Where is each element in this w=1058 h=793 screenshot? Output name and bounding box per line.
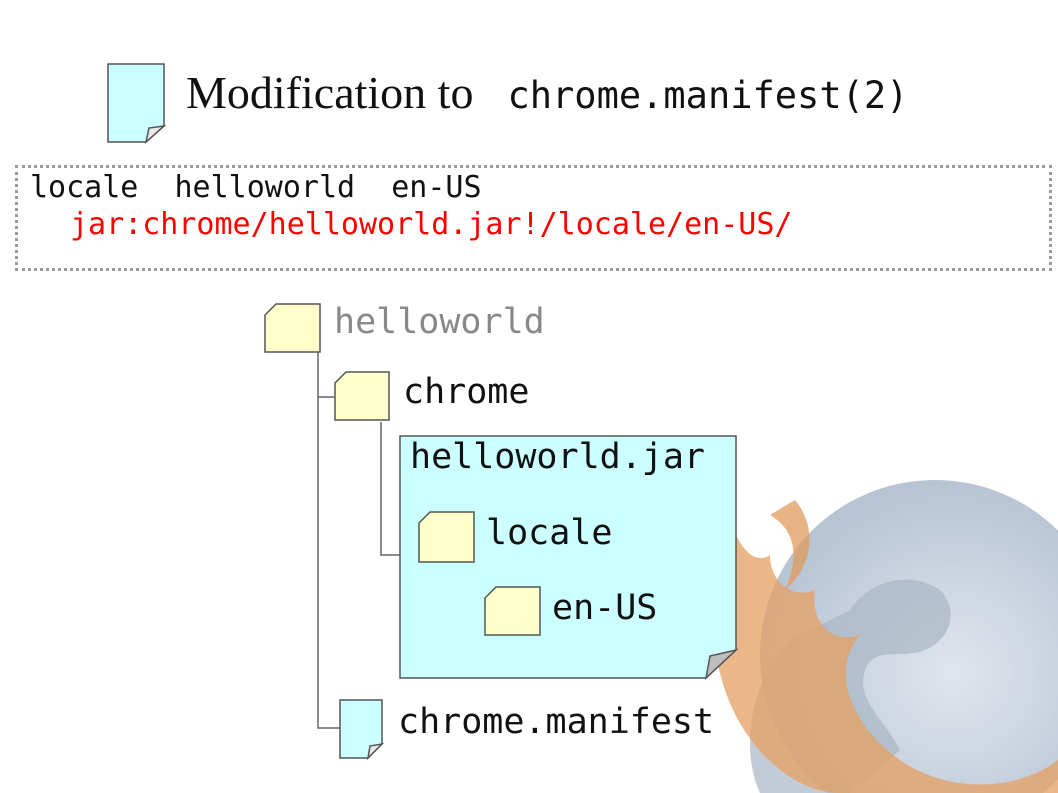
tree-locale-label: locale [486,513,613,553]
code-box [15,165,1052,271]
jar-label: helloworld.jar [410,437,706,477]
code-line-locale: locale helloworld en-US [30,170,482,205]
title-filename: chrome.manifest(2) [507,74,909,117]
slide-title: Modification to chrome.manifest(2) [186,66,908,126]
code-line-jar-path: jar:chrome/helloworld.jar!/locale/en-US/ [70,207,793,242]
jar-archive-box [399,435,739,680]
tree-chrome-label: chrome [403,372,530,412]
document-icon [107,63,167,144]
folder-icon-locale [418,511,475,563]
tree-root-label: helloworld [334,302,545,342]
title-text: Modification to [186,67,474,118]
tree-en-us-label: en-US [552,588,658,628]
folder-icon-en-us [484,586,541,636]
folder-icon-chrome [334,371,390,421]
folder-icon-helloworld [264,303,321,353]
firefox-logo-icon [712,480,1058,793]
tree-manifest-label: chrome.manifest [398,702,715,742]
file-icon-chrome-manifest [339,699,385,760]
